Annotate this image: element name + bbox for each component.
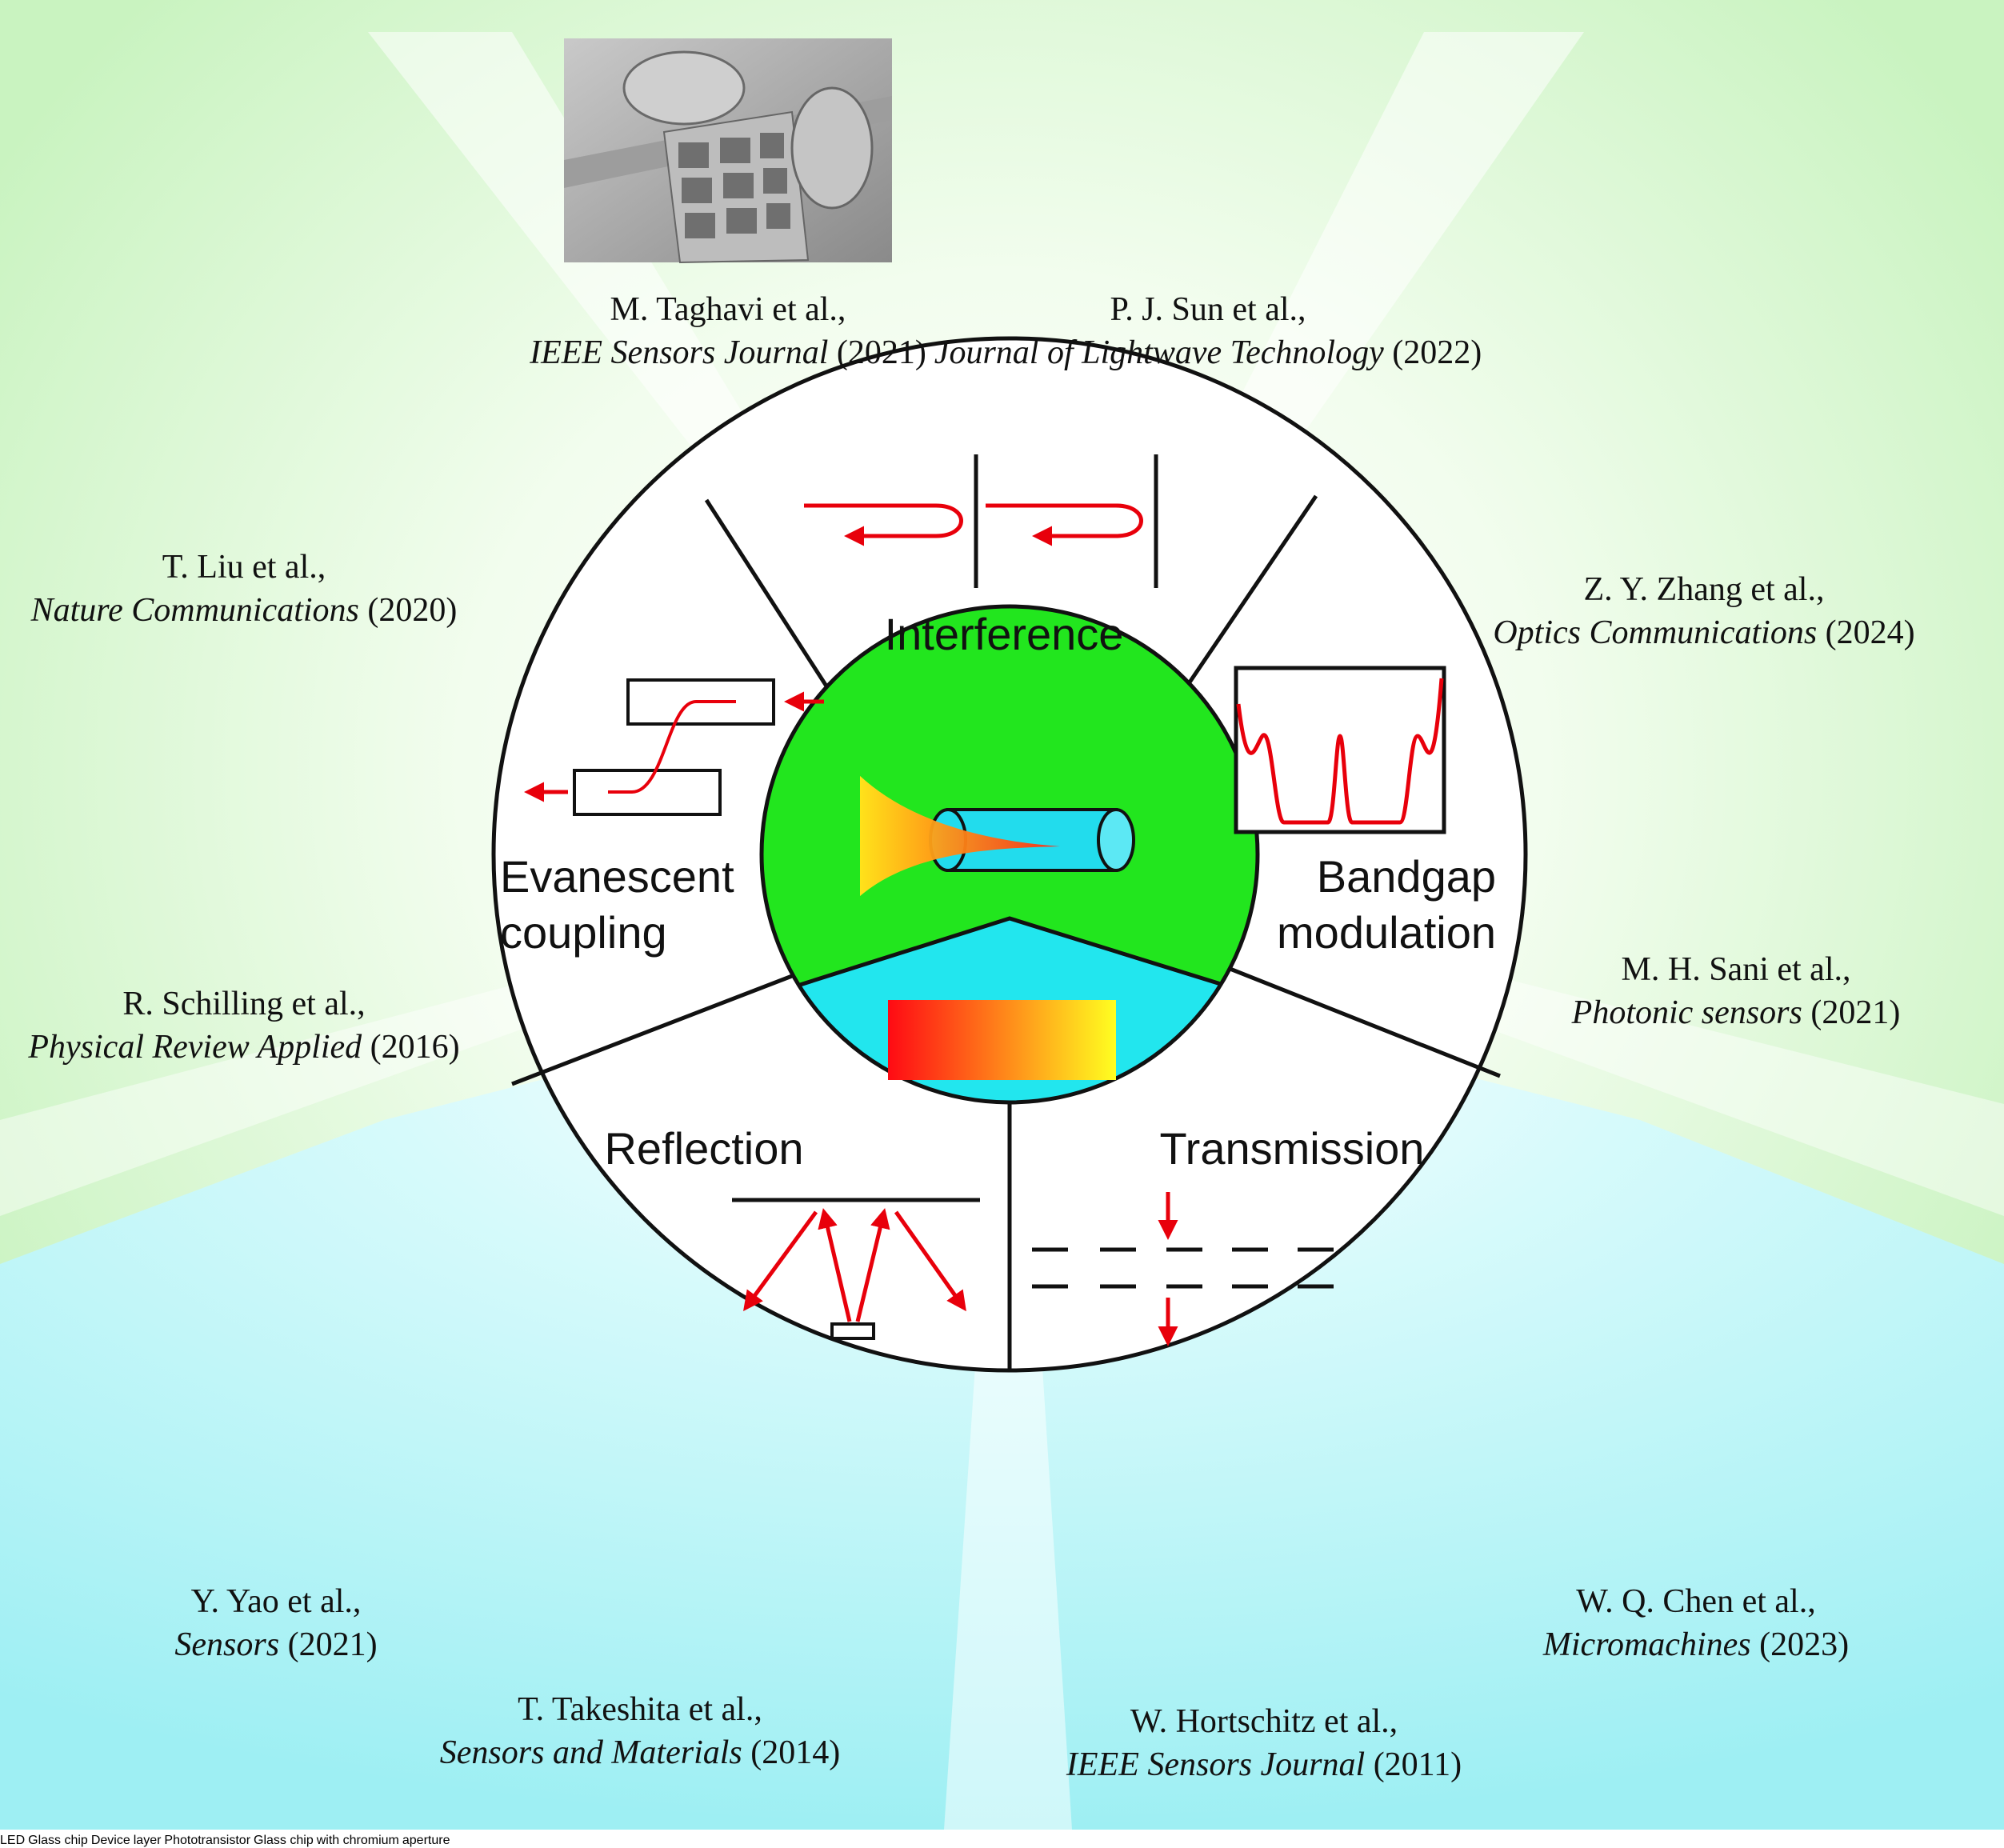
caption-authors: Z. Y. Zhang et al., — [1583, 571, 1825, 608]
caption-authors: Y. Yao et al., — [190, 1583, 362, 1620]
caption-year: (2024) — [1817, 614, 1915, 651]
caption-chen: W. Q. Chen et al., Micromachines (2023) — [1512, 1580, 1880, 1666]
divider — [511, 974, 793, 1086]
caption-authors: M. Taghavi et al., — [610, 291, 846, 328]
label-note-1: Glass chip — [254, 1834, 314, 1847]
label-evanescent: Evanescent — [500, 851, 734, 902]
caption-source: Photonic sensors (2021) — [1520, 991, 1952, 1034]
caption-journal: IEEE Sensors Journal — [1066, 1746, 1366, 1783]
reflection-icon — [732, 1198, 980, 1340]
caption-year: (2023) — [1750, 1626, 1850, 1663]
caption-year: (2022) — [1383, 334, 1482, 371]
label-bandgap: Bandgap — [1317, 851, 1496, 902]
caption-journal: IEEE Sensors Journal — [530, 334, 829, 371]
label-reflection: Reflection — [604, 1123, 803, 1174]
caption-authors: M. H. Sani et al., — [1621, 951, 1851, 988]
caption-taghavi: M. Taghavi et al., IEEE Sensors Journal … — [512, 288, 944, 374]
caption-sani: M. H. Sani et al., Photonic sensors (202… — [1520, 948, 1952, 1034]
caption-source: Sensors and Materials (2014) — [416, 1731, 864, 1774]
mechanism-wheel: Interference Evanescent coupling Bandgap… — [491, 336, 1528, 1373]
caption-source: Journal of Lightwave Technology (2022) — [920, 331, 1496, 374]
caption-authors: T. Takeshita et al., — [518, 1691, 762, 1728]
label-modulation: modulation — [1277, 907, 1496, 958]
caption-year: (2014) — [742, 1734, 841, 1771]
label-note-3: aperture — [402, 1834, 450, 1847]
caption-sun: P. J. Sun et al., Journal of Lightwave T… — [920, 288, 1496, 374]
divider — [1227, 966, 1501, 1078]
caption-source: IEEE Sensors Journal (2011) — [1040, 1743, 1488, 1786]
caption-year: (2020) — [358, 592, 458, 629]
caption-year: (2021) — [828, 334, 926, 371]
caption-takeshita: T. Takeshita et al., Sensors and Materia… — [416, 1688, 864, 1774]
label-glass-chip: Glass chip — [28, 1834, 88, 1847]
caption-authors: T. Liu et al., — [162, 549, 326, 586]
interference-icon — [804, 454, 1158, 588]
caption-year: (2021) — [1802, 994, 1901, 1031]
image-hortschitz: LED Glass chip Device layer Phototransis… — [0, 1834, 450, 1847]
caption-source: Sensors (2021) — [120, 1623, 432, 1666]
caption-authors: P. J. Sun et al., — [1110, 291, 1306, 328]
label-phototransistor: Phototransistor — [164, 1834, 251, 1847]
caption-journal: Nature Communications — [30, 592, 359, 629]
transmission-icon — [1032, 1192, 1334, 1346]
caption-authors: R. Schilling et al., — [122, 986, 366, 1022]
caption-source: IEEE Sensors Journal (2021) — [512, 331, 944, 374]
caption-source: Nature Communications (2020) — [16, 589, 472, 632]
caption-year: (2021) — [279, 1626, 378, 1663]
caption-liu: T. Liu et al., Nature Communications (20… — [16, 546, 472, 632]
caption-journal: Optics Communications — [1493, 614, 1818, 651]
caption-year: (2011) — [1365, 1746, 1462, 1783]
caption-authors: W. Q. Chen et al., — [1576, 1583, 1816, 1620]
label-coupling: coupling — [500, 907, 667, 958]
caption-year: (2016) — [362, 1029, 460, 1066]
label-device-layer-2: layer — [133, 1834, 162, 1847]
gradient-bar-icon — [888, 1000, 1116, 1080]
label-transmission: Transmission — [1160, 1123, 1425, 1174]
caption-journal: Micromachines — [1542, 1626, 1751, 1663]
caption-source: Optics Communications (2024) — [1464, 611, 1944, 654]
caption-journal: Sensors and Materials — [439, 1734, 742, 1771]
caption-zhang: Z. Y. Zhang et al., Optics Communication… — [1464, 568, 1944, 654]
caption-schilling: R. Schilling et al., Physical Review App… — [16, 982, 472, 1069]
caption-source: Physical Review Applied (2016) — [16, 1026, 472, 1069]
caption-journal: Journal of Lightwave Technology — [934, 334, 1384, 371]
label-device-layer-1: Device — [90, 1834, 130, 1847]
caption-yao: Y. Yao et al., Sensors (2021) — [120, 1580, 432, 1666]
label-note-2: with chromium — [316, 1834, 399, 1847]
caption-hortschitz: W. Hortschitz et al., IEEE Sensors Journ… — [1040, 1700, 1488, 1786]
caption-authors: W. Hortschitz et al., — [1130, 1703, 1398, 1740]
bandgap-spectrum-icon — [1234, 666, 1446, 834]
caption-journal: Photonic sensors — [1571, 994, 1802, 1031]
label-interference: Interference — [885, 609, 1124, 659]
evanescent-coupling-icon — [524, 678, 824, 816]
caption-journal: Physical Review Applied — [28, 1029, 362, 1066]
caption-journal: Sensors — [174, 1626, 280, 1663]
caption-source: Micromachines (2023) — [1512, 1623, 1880, 1666]
image-taghavi — [564, 38, 892, 264]
label-led: LED — [0, 1834, 26, 1847]
